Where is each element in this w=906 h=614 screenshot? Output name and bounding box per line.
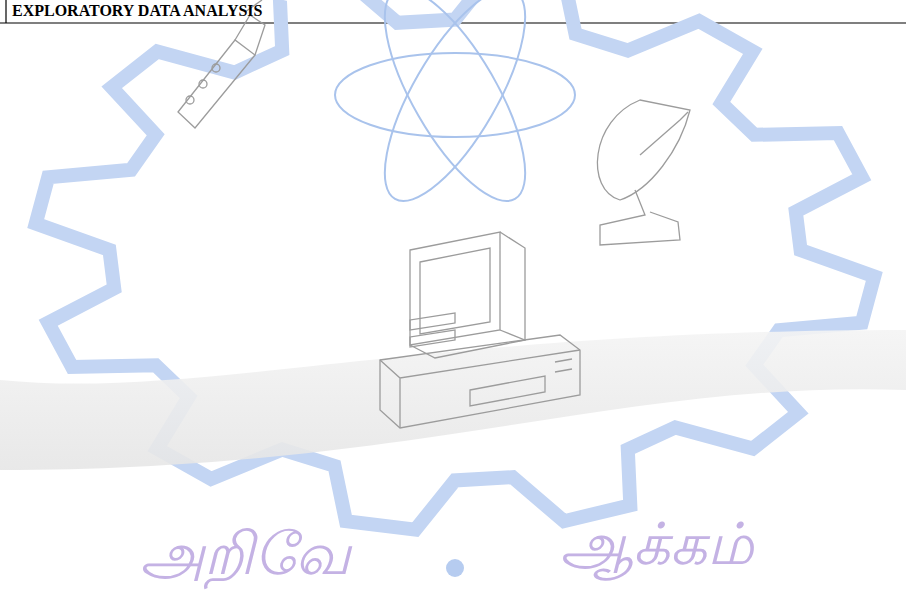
watermark-text: ஆக்கம் [560, 510, 754, 586]
satellite-dish [597, 100, 690, 245]
header-tick [5, 0, 6, 23]
page-heading: EXPLORATORY DATA ANALYSIS [12, 2, 262, 20]
swoosh-band [0, 330, 906, 470]
atom-symbol [335, 0, 575, 220]
telescope-symbol [178, 0, 265, 128]
watermark-text: அறிவே [140, 520, 351, 596]
separator-dot [446, 559, 464, 577]
computer-symbol [380, 232, 580, 428]
